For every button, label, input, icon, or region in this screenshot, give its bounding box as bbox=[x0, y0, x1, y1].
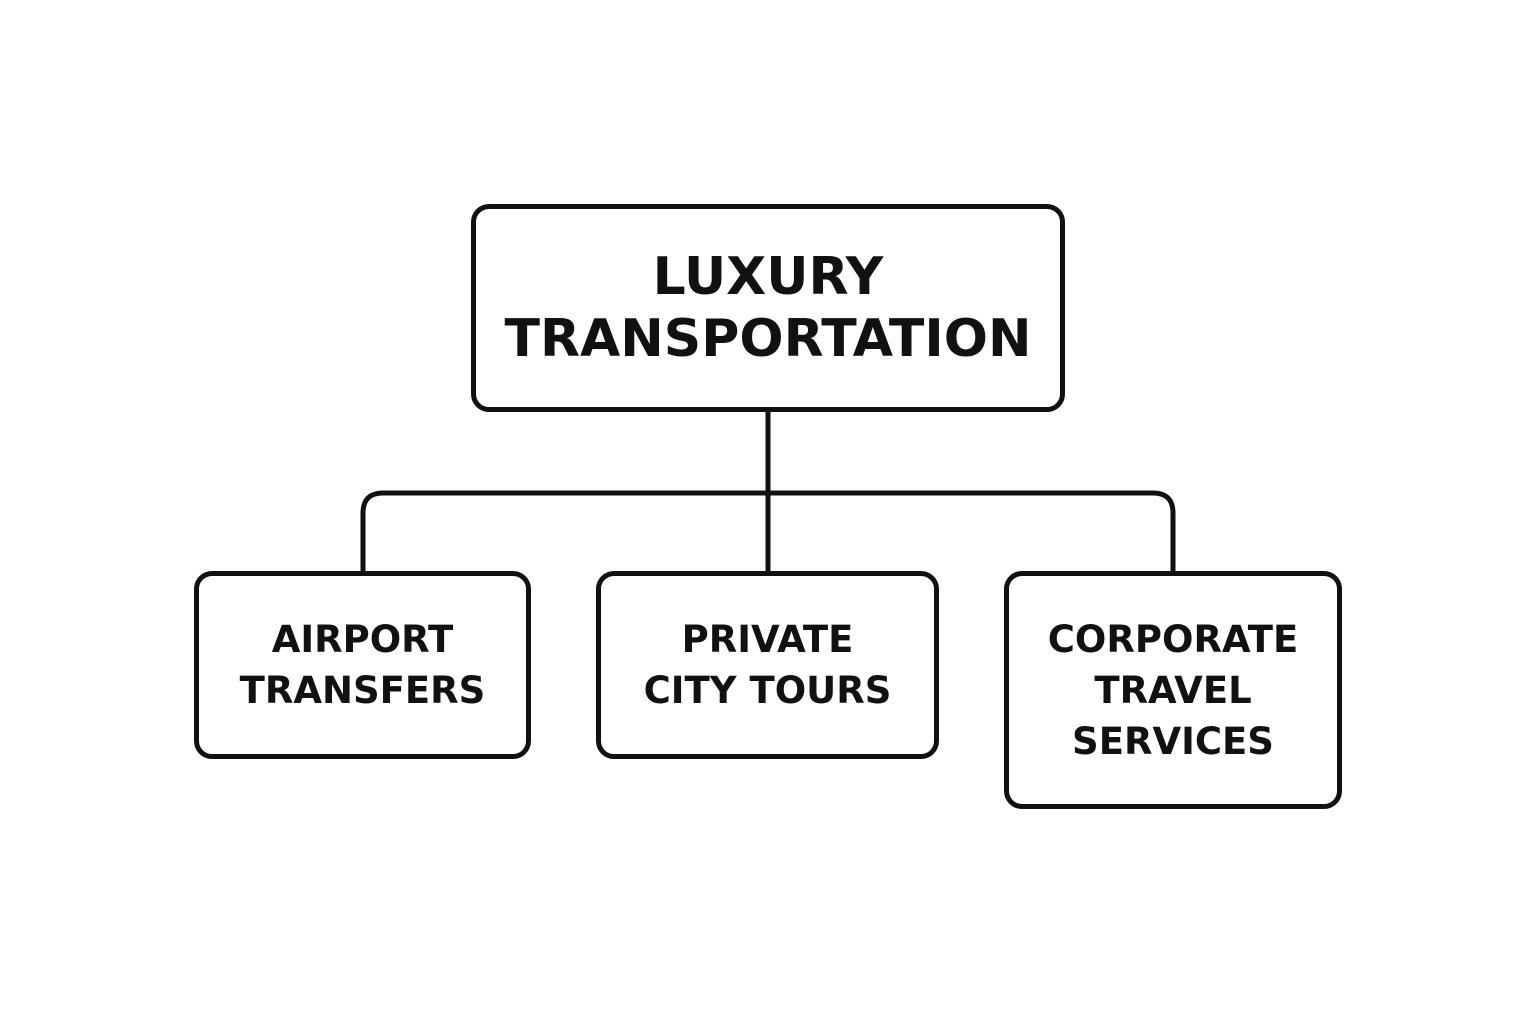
child-node-private-city-tours: PRIVATE CITY TOURS bbox=[596, 571, 939, 759]
child-node-label: CORPORATE TRAVEL SERVICES bbox=[1047, 617, 1299, 763]
child-node-airport-transfers: AIRPORT TRANSFERS bbox=[194, 571, 531, 759]
child-node-corporate-travel-services: CORPORATE TRAVEL SERVICES bbox=[1004, 571, 1342, 809]
root-node-label: LUXURY TRANSPORTATION bbox=[504, 247, 1032, 369]
connector-horizontal-bus bbox=[360, 490, 1176, 571]
child-node-label: AIRPORT TRANSFERS bbox=[239, 618, 486, 712]
child-node-label: PRIVATE CITY TOURS bbox=[643, 618, 892, 712]
root-node-luxury-transportation: LUXURY TRANSPORTATION bbox=[471, 204, 1065, 412]
